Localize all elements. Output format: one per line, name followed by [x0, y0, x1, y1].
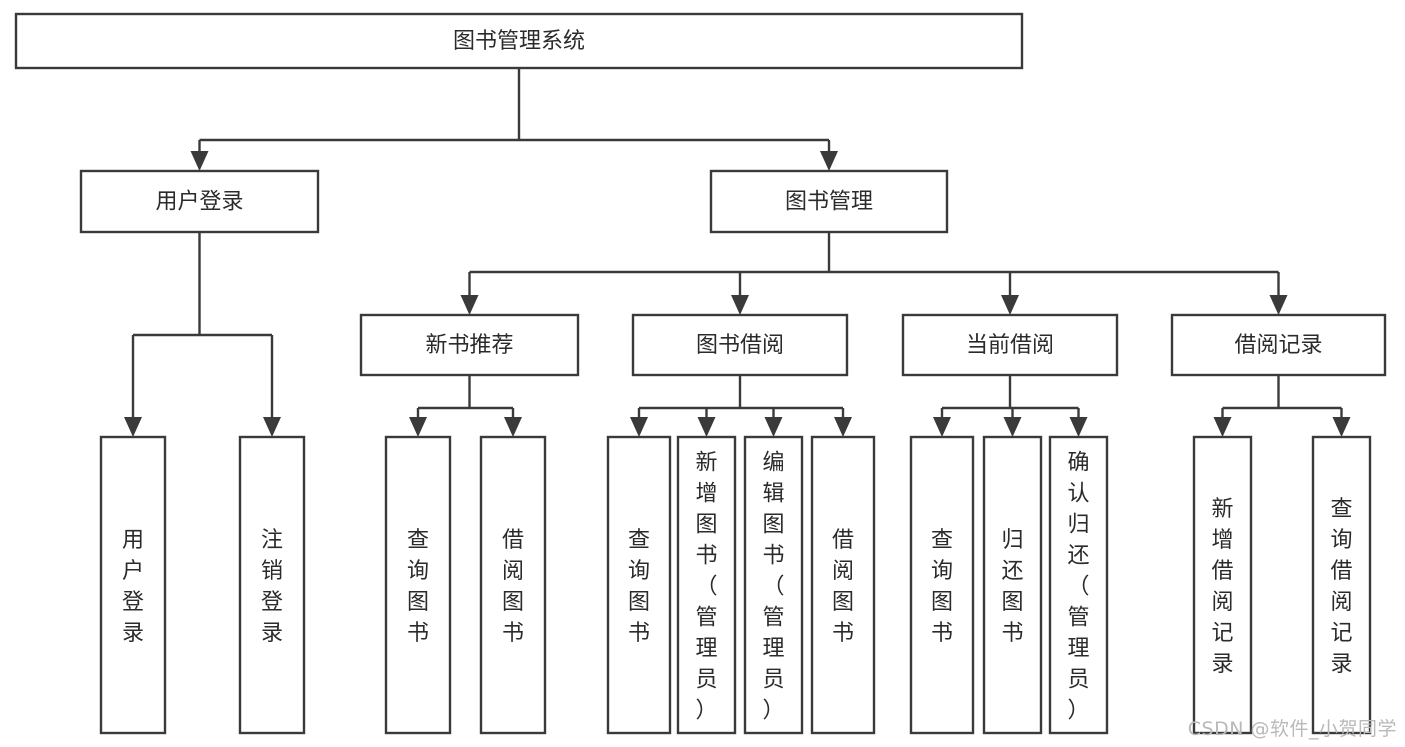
node-leaf-add-book[interactable]: 新增图书（管理员）: [676, 435, 737, 735]
node-label-new-book-rec: 新书推荐: [425, 333, 513, 358]
node-label-borrow-record: 借阅记录: [1234, 333, 1322, 358]
edge-group-new-book-rec: [409, 375, 522, 437]
edge-group-current-borrow: [933, 375, 1088, 437]
node-box-leaf-add-book[interactable]: [676, 435, 737, 735]
node-label-book-manage: 图书管理: [785, 190, 873, 215]
node-label-book-borrow: 图书借阅: [696, 333, 784, 358]
node-box-leaf-user-login[interactable]: [99, 435, 167, 735]
node-new-book-rec[interactable]: 新书推荐: [359, 313, 580, 377]
node-leaf-user-login[interactable]: 用户登录: [99, 435, 167, 735]
node-borrow-record[interactable]: 借阅记录: [1170, 313, 1387, 377]
node-label-leaf-borrow-book: 借阅图书: [832, 528, 854, 646]
node-box-new-book-rec[interactable]: [359, 313, 580, 377]
node-box-leaf-query-book-rec[interactable]: [384, 435, 452, 735]
edge-group-root: [190, 68, 838, 171]
node-book-manage[interactable]: 图书管理: [709, 169, 949, 234]
node-leaf-edit-book[interactable]: 编辑图书（管理员）: [743, 435, 804, 735]
node-label-leaf-user-login: 用户登录: [122, 528, 144, 646]
node-label-leaf-add-book: 新增图书（管理员）: [695, 451, 717, 724]
node-box-leaf-add-record[interactable]: [1192, 435, 1253, 735]
node-box-leaf-borrow-book-rec[interactable]: [479, 435, 547, 735]
node-box-leaf-borrow-book[interactable]: [810, 435, 876, 735]
node-leaf-add-record[interactable]: 新增借阅记录: [1192, 435, 1253, 735]
node-box-borrow-record[interactable]: [1170, 313, 1387, 377]
edge-group-user-login: [124, 232, 281, 437]
node-box-book-manage[interactable]: [709, 169, 949, 234]
node-label-leaf-return-book: 归还图书: [1001, 528, 1023, 646]
node-leaf-query-book-cur[interactable]: 查询图书: [909, 435, 975, 735]
node-leaf-user-logout[interactable]: 注销登录: [238, 435, 306, 735]
node-label-leaf-query-book-rec: 查询图书: [407, 528, 429, 646]
node-box-leaf-query-book-cur[interactable]: [909, 435, 975, 735]
node-leaf-query-book-borrow[interactable]: 查询图书: [606, 435, 672, 735]
nodes-layer: 图书管理系统用户登录图书管理新书推荐图书借阅当前借阅借阅记录用户登录注销登录查询…: [14, 12, 1387, 735]
node-label-leaf-edit-book: 编辑图书（管理员）: [762, 451, 784, 724]
node-leaf-return-book[interactable]: 归还图书: [982, 435, 1043, 735]
node-box-current-borrow[interactable]: [901, 313, 1119, 377]
node-book-borrow[interactable]: 图书借阅: [631, 313, 849, 377]
node-box-leaf-edit-book[interactable]: [743, 435, 804, 735]
node-label-user-login: 用户登录: [155, 190, 243, 215]
node-box-leaf-query-record[interactable]: [1311, 435, 1372, 735]
edge-group-book-manage: [460, 232, 1288, 315]
node-label-leaf-user-logout: 注销登录: [261, 528, 283, 646]
node-label-root: 图书管理系统: [453, 29, 585, 54]
node-leaf-query-record[interactable]: 查询借阅记录: [1311, 435, 1372, 735]
node-root[interactable]: 图书管理系统: [14, 12, 1024, 70]
node-box-root[interactable]: [14, 12, 1024, 70]
node-leaf-borrow-book-rec[interactable]: 借阅图书: [479, 435, 547, 735]
node-leaf-confirm-return[interactable]: 确认归还（管理员）: [1048, 435, 1109, 735]
node-label-leaf-query-book-cur: 查询图书: [931, 528, 953, 646]
edges-layer: [124, 68, 1351, 437]
node-label-leaf-borrow-book-rec: 借阅图书: [502, 528, 524, 646]
node-box-leaf-user-logout[interactable]: [238, 435, 306, 735]
edge-group-book-borrow: [630, 375, 852, 437]
node-label-leaf-query-record: 查询借阅记录: [1330, 497, 1352, 677]
node-current-borrow[interactable]: 当前借阅: [901, 313, 1119, 377]
node-label-current-borrow: 当前借阅: [966, 333, 1054, 358]
node-box-user-login[interactable]: [79, 169, 320, 234]
node-leaf-borrow-book[interactable]: 借阅图书: [810, 435, 876, 735]
node-user-login[interactable]: 用户登录: [79, 169, 320, 234]
node-box-book-borrow[interactable]: [631, 313, 849, 377]
node-label-leaf-add-record: 新增借阅记录: [1211, 497, 1233, 677]
node-label-leaf-query-book-borrow: 查询图书: [628, 528, 650, 646]
node-box-leaf-confirm-return[interactable]: [1048, 435, 1109, 735]
node-box-leaf-query-book-borrow[interactable]: [606, 435, 672, 735]
node-label-leaf-confirm-return: 确认归还（管理员）: [1067, 451, 1089, 724]
node-leaf-query-book-rec[interactable]: 查询图书: [384, 435, 452, 735]
edge-group-borrow-record: [1213, 375, 1351, 437]
node-box-leaf-return-book[interactable]: [982, 435, 1043, 735]
